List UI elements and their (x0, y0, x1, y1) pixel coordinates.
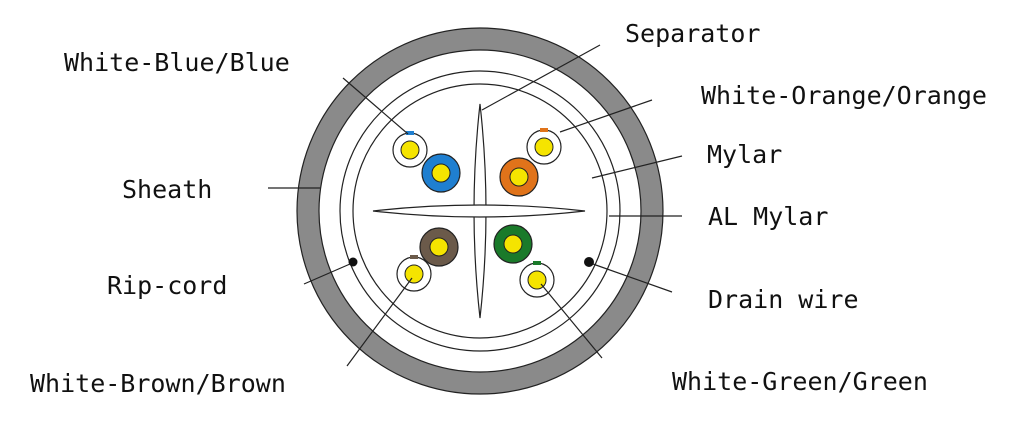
white-brown-conductor (404, 264, 424, 284)
pair-white-brown (396, 227, 459, 292)
separator-horizontal (372, 204, 586, 218)
pair-white-orange (499, 128, 562, 197)
brown-conductor (429, 237, 449, 257)
label-rip-cord: Rip-cord (107, 271, 227, 300)
drain-wire-dot (584, 257, 594, 267)
label-sheath: Sheath (122, 175, 212, 204)
sheath-inner-edge (318, 49, 642, 373)
leader-separator (481, 44, 601, 111)
al-mylar-layer (339, 70, 621, 352)
white-blue-conductor (400, 140, 420, 160)
pair-white-green (493, 224, 555, 298)
label-separator: Separator (625, 19, 760, 48)
white-orange-conductor (534, 137, 554, 157)
leader-white-green (540, 283, 603, 359)
mylar-layer (352, 83, 608, 339)
leader-white-brown (346, 277, 413, 367)
rip-cord-dot (348, 257, 358, 267)
sheath-outer-edge (296, 27, 664, 395)
label-drain-wire: Drain wire (708, 285, 859, 314)
label-white-green: White-Green/Green (672, 367, 928, 396)
white-green-stripe (533, 261, 541, 265)
white-orange-stripe (540, 128, 548, 132)
pair-white-blue (392, 131, 461, 193)
leader-mylar (591, 155, 683, 179)
label-al-mylar: AL Mylar (708, 202, 828, 231)
label-white-blue: White-Blue/Blue (64, 48, 290, 77)
label-mylar: Mylar (707, 140, 782, 169)
green-conductor (503, 234, 523, 254)
leader-white-blue (342, 77, 409, 135)
label-white-brown: White-Brown/Brown (30, 369, 286, 398)
leader-rip-cord (303, 263, 351, 285)
orange-conductor (509, 167, 529, 187)
leader-drain-wire (592, 263, 673, 293)
white-blue-stripe (406, 131, 414, 135)
sheath-ring (297, 28, 663, 394)
blue-conductor (431, 163, 451, 183)
label-white-orange: White-Orange/Orange (701, 81, 987, 110)
white-brown-stripe (410, 255, 418, 259)
leader-white-orange (559, 99, 653, 133)
